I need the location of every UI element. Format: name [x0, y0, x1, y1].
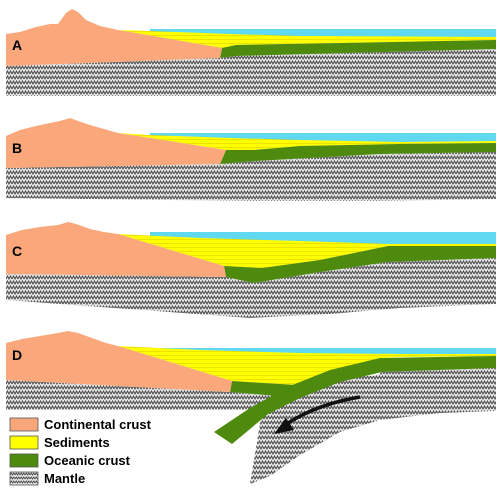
- legend-swatch-oceanic-crust: [9, 453, 39, 468]
- subduction-arrow-head: [274, 418, 294, 434]
- oceanic-crust-layer: [224, 246, 496, 283]
- oceanic-crust-layer: [220, 143, 496, 164]
- legend-swatch-sediments: [9, 435, 39, 450]
- panel-c: [6, 222, 496, 318]
- panel-a: [6, 9, 496, 96]
- panel-letter-d: D: [12, 347, 22, 363]
- legend-label-continental-crust: Continental crust: [44, 417, 152, 432]
- legend-label-oceanic-crust: Oceanic crust: [44, 453, 131, 468]
- legend-swatch-mantle: [9, 471, 39, 486]
- legend-swatch-continental-crust: [9, 417, 39, 432]
- oceanic-crust-layer: [220, 40, 496, 58]
- mantle-layer: [6, 49, 496, 96]
- legend: Continental crust Sediments Oceanic crus…: [9, 417, 152, 486]
- subducting-oceanic-crust: [214, 356, 496, 444]
- panel-letter-b: B: [12, 140, 22, 156]
- ocean-water: [150, 232, 496, 246]
- panel-letter-a: A: [12, 37, 22, 53]
- panel-b: [6, 118, 496, 201]
- continental-crust-layer: [6, 331, 232, 392]
- legend-label-mantle: Mantle: [44, 471, 85, 486]
- legend-label-sediments: Sediments: [44, 435, 110, 450]
- sediment-layer: [118, 133, 496, 150]
- sediment-layer: [118, 30, 496, 48]
- continental-crust-layer: [6, 222, 226, 277]
- panel-d: [6, 331, 496, 484]
- sediment-layer: [118, 234, 496, 268]
- mantle-layer: [6, 152, 496, 201]
- panel-letter-c: C: [12, 243, 22, 259]
- continental-crust-layer: [6, 118, 226, 168]
- mantle-layer: [6, 258, 496, 318]
- sediment-layer: [118, 346, 496, 386]
- subducting-mantle-slab: [250, 368, 496, 484]
- continental-crust-layer: [6, 9, 222, 66]
- subduction-direction-arrow: [287, 395, 361, 425]
